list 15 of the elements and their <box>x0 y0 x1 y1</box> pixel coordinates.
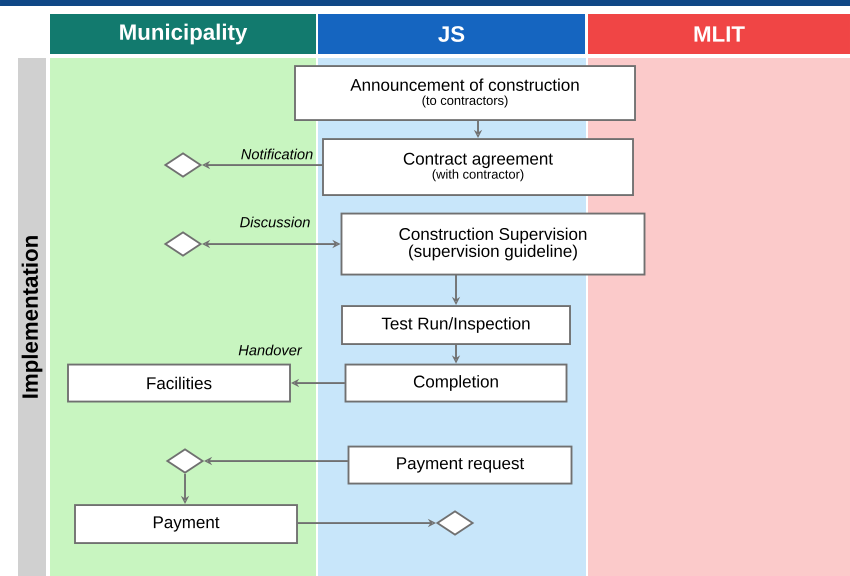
process-box: Completion <box>344 364 568 402</box>
lane-header: Municipality <box>50 14 316 54</box>
edge-label: Notification <box>241 148 313 160</box>
edge-label: Handover <box>238 344 302 356</box>
process-box: Announcement of construction (to contractors) <box>294 65 636 121</box>
phase-band: Implementation <box>18 58 46 576</box>
lane-header: MLIT <box>588 14 850 54</box>
lane-header: JS <box>318 14 585 54</box>
process-box: Facilities <box>67 364 291 402</box>
process-box: Test Run/Inspection <box>341 305 571 345</box>
process-box: Payment <box>74 504 298 544</box>
edge-label: Discussion <box>240 216 310 228</box>
process-box: Payment request <box>348 446 572 484</box>
process-box: Contract agreement (with contractor) <box>322 138 634 196</box>
process-box: Construction Supervision (supervision guideline) <box>340 212 646 276</box>
